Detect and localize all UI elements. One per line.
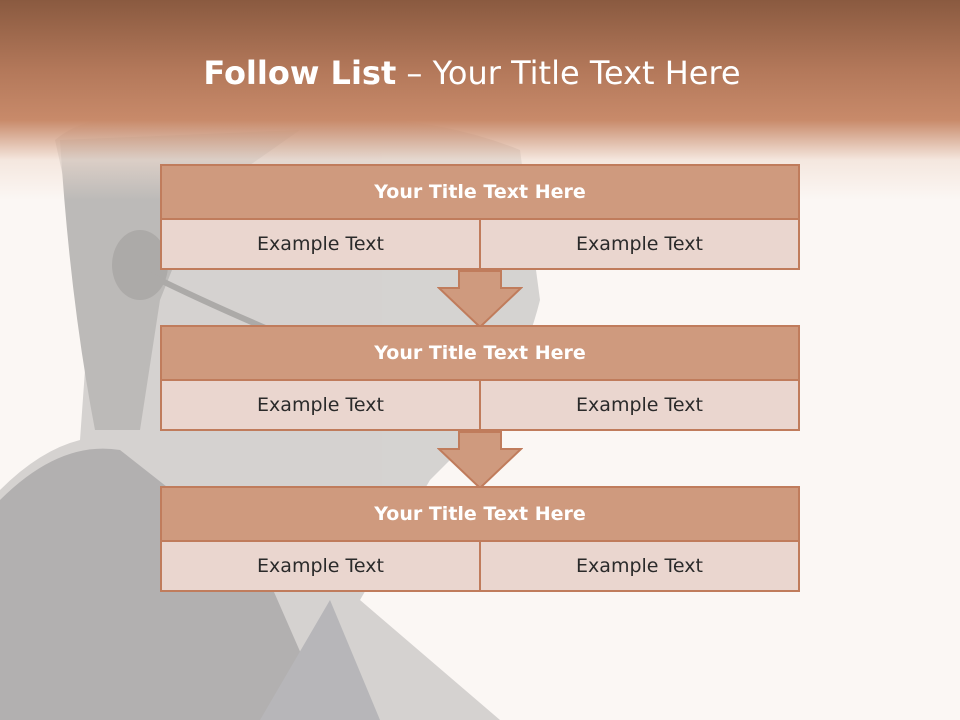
block-cell-left: Example Text xyxy=(160,542,481,592)
block-heading: Your Title Text Here xyxy=(160,325,800,381)
list-block-3: Your Title Text Here Example Text Exampl… xyxy=(160,486,800,592)
list-block-2: Your Title Text Here Example Text Exampl… xyxy=(160,325,800,431)
block-cell-right: Example Text xyxy=(481,220,800,270)
block-cell-right: Example Text xyxy=(481,542,800,592)
block-cell-left: Example Text xyxy=(160,381,481,431)
title-rest: – Your Title Text Here xyxy=(396,54,741,92)
block-cell-right: Example Text xyxy=(481,381,800,431)
list-block-1: Your Title Text Here Example Text Exampl… xyxy=(160,164,800,270)
block-heading: Your Title Text Here xyxy=(160,164,800,220)
block-row: Example Text Example Text xyxy=(160,542,800,592)
down-arrow-2 xyxy=(437,431,523,489)
block-cell-left: Example Text xyxy=(160,220,481,270)
block-row: Example Text Example Text xyxy=(160,381,800,431)
block-row: Example Text Example Text xyxy=(160,220,800,270)
title-bold: Follow List xyxy=(203,54,397,92)
block-heading: Your Title Text Here xyxy=(160,486,800,542)
slide-title: Follow List – Your Title Text Here xyxy=(0,54,944,92)
down-arrow-1 xyxy=(437,270,523,328)
